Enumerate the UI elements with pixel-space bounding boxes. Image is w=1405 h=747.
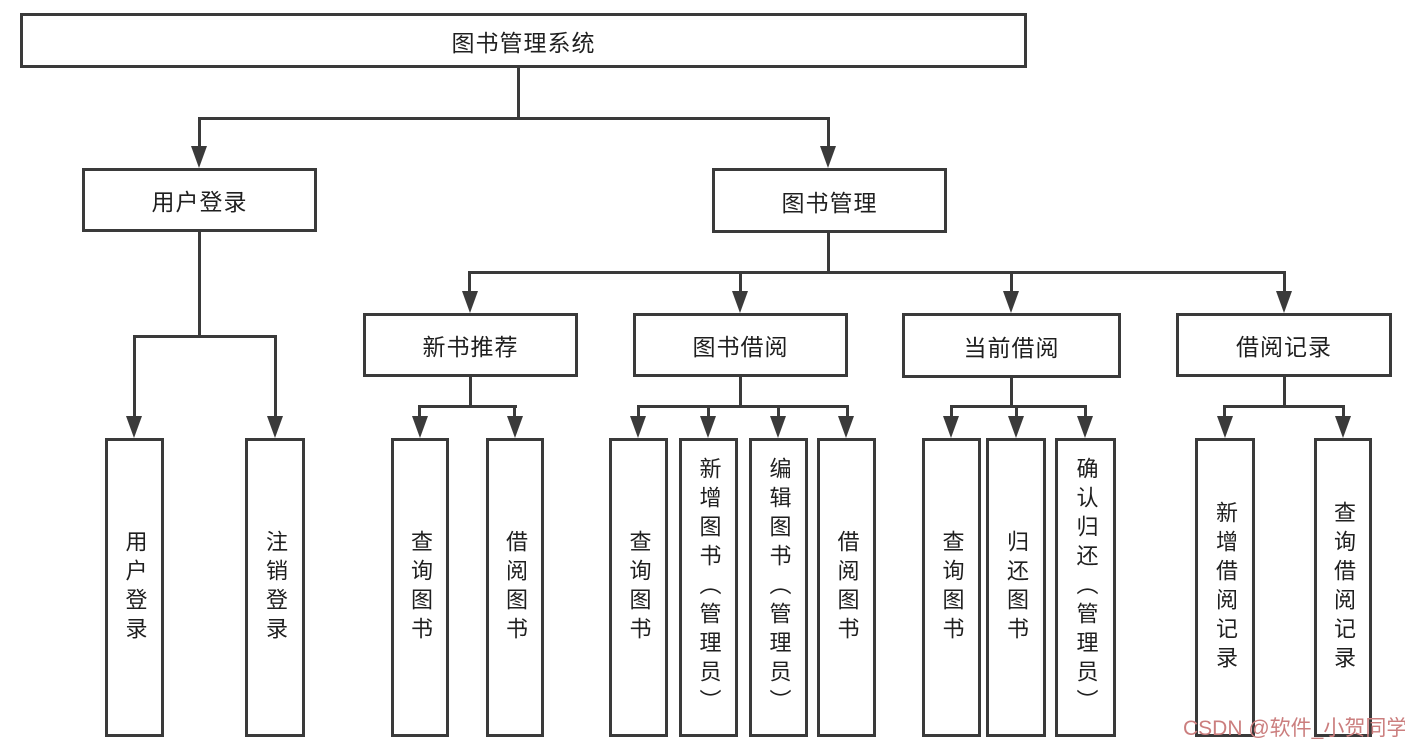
connector-line-v [469, 377, 472, 407]
leaf-query-books-recommend: 查询图书 [391, 438, 449, 737]
connector-line-v [468, 271, 471, 293]
leaf-borrow-books: 借阅图书 [817, 438, 876, 737]
connector-line-v [517, 68, 520, 119]
node-current-borrow: 当前借阅 [902, 313, 1121, 378]
node-new-book-recommend: 新书推荐 [363, 313, 578, 377]
arrowhead-down [770, 416, 786, 438]
node-book-borrow: 图书借阅 [633, 313, 848, 377]
leaf-return-books: 归还图书 [986, 438, 1046, 737]
leaf-label: 借阅图书 [834, 529, 860, 646]
arrowhead-down [700, 416, 716, 438]
connector-line-v [513, 405, 516, 418]
leaf-label: 查询图书 [626, 529, 652, 646]
connector-line-v [1084, 405, 1087, 418]
node-new-book-recommend-label: 新书推荐 [422, 334, 519, 360]
node-user-login-label: 用户登录 [151, 189, 248, 215]
connector-line-v [777, 405, 780, 418]
leaf-label: 查询借阅记录 [1331, 500, 1356, 675]
node-user-login: 用户登录 [82, 168, 317, 232]
connector-line-v [198, 232, 201, 336]
node-root-label: 图书管理系统 [451, 29, 596, 56]
connector-line-v [418, 405, 421, 418]
leaf-add-borrow-record: 新增借阅记录 [1195, 438, 1255, 737]
connector-line-v [133, 335, 136, 418]
arrowhead-down [462, 291, 478, 313]
connector-line-h [468, 271, 1286, 274]
leaf-edit-books-admin: 编辑图书（管理员） [749, 438, 808, 737]
node-root: 图书管理系统 [20, 13, 1027, 68]
connector-line-v [1010, 378, 1013, 407]
node-book-management: 图书管理 [712, 168, 947, 233]
connector-line-v [827, 233, 830, 273]
leaf-confirm-return-admin: 确认归还（管理员） [1055, 438, 1116, 737]
connector-line-v [707, 405, 710, 418]
connector-line-v [950, 405, 953, 418]
arrowhead-down [1003, 291, 1019, 313]
node-book-borrow-label: 图书借阅 [692, 334, 789, 360]
leaf-label: 查询图书 [408, 529, 433, 646]
node-borrow-records-label: 借阅记录 [1236, 334, 1332, 360]
node-borrow-records: 借阅记录 [1176, 313, 1392, 377]
connector-line-h [950, 405, 1087, 408]
connector-line-h [418, 405, 517, 408]
leaf-label: 新增借阅记录 [1213, 500, 1238, 675]
connector-line-v [827, 117, 830, 148]
connector-line-h [198, 117, 830, 120]
leaf-label: 用户登录 [122, 529, 148, 646]
connector-line-v [1223, 405, 1226, 418]
leaf-label: 编辑图书（管理员） [766, 457, 792, 718]
leaf-user-login: 用户登录 [105, 438, 164, 737]
arrowhead-down [191, 146, 207, 168]
connector-line-h [637, 405, 849, 408]
watermark: CSDN @软件_小贺同学 [1183, 717, 1405, 740]
connector-line-v [1015, 405, 1018, 418]
arrowhead-down [1276, 291, 1292, 313]
leaf-query-borrow-record: 查询借阅记录 [1314, 438, 1372, 737]
arrowhead-down [1335, 416, 1351, 438]
connector-line-v [198, 117, 201, 148]
leaf-borrow-books-recommend: 借阅图书 [486, 438, 544, 737]
arrowhead-down [1217, 416, 1233, 438]
leaf-label: 查询图书 [939, 529, 965, 646]
arrowhead-down [412, 416, 428, 438]
arrowhead-down [126, 416, 142, 438]
connector-line-v [1010, 271, 1013, 293]
leaf-add-books-admin: 新增图书（管理员） [679, 438, 738, 737]
leaf-query-books-current: 查询图书 [922, 438, 981, 737]
connector-line-h [1223, 405, 1345, 408]
leaf-logout: 注销登录 [245, 438, 305, 737]
connector-line-v [739, 271, 742, 293]
arrowhead-down [820, 146, 836, 168]
leaf-label: 新增图书（管理员） [696, 457, 722, 718]
leaf-label: 注销登录 [263, 529, 288, 646]
leaf-label: 借阅图书 [503, 529, 528, 646]
connector-line-v [274, 335, 277, 418]
leaf-query-books-borrow: 查询图书 [609, 438, 668, 737]
connector-line-v [739, 377, 742, 407]
connector-line-v [1283, 377, 1286, 407]
connector-line-v [1283, 271, 1286, 293]
leaf-label: 确认归还（管理员） [1073, 457, 1099, 718]
arrowhead-down [838, 416, 854, 438]
connector-line-v [846, 405, 849, 418]
connector-line-v [637, 405, 640, 418]
arrowhead-down [732, 291, 748, 313]
node-current-borrow-label: 当前借阅 [963, 334, 1060, 361]
leaf-label: 归还图书 [1004, 529, 1029, 646]
arrowhead-down [943, 416, 959, 438]
arrowhead-down [630, 416, 646, 438]
connector-line-v [1342, 405, 1345, 418]
arrowhead-down [1077, 416, 1093, 438]
arrowhead-down [507, 416, 523, 438]
arrowhead-down [1008, 416, 1024, 438]
connector-line-h [133, 335, 277, 338]
arrowhead-down [267, 416, 283, 438]
node-book-management-label: 图书管理 [781, 189, 878, 216]
